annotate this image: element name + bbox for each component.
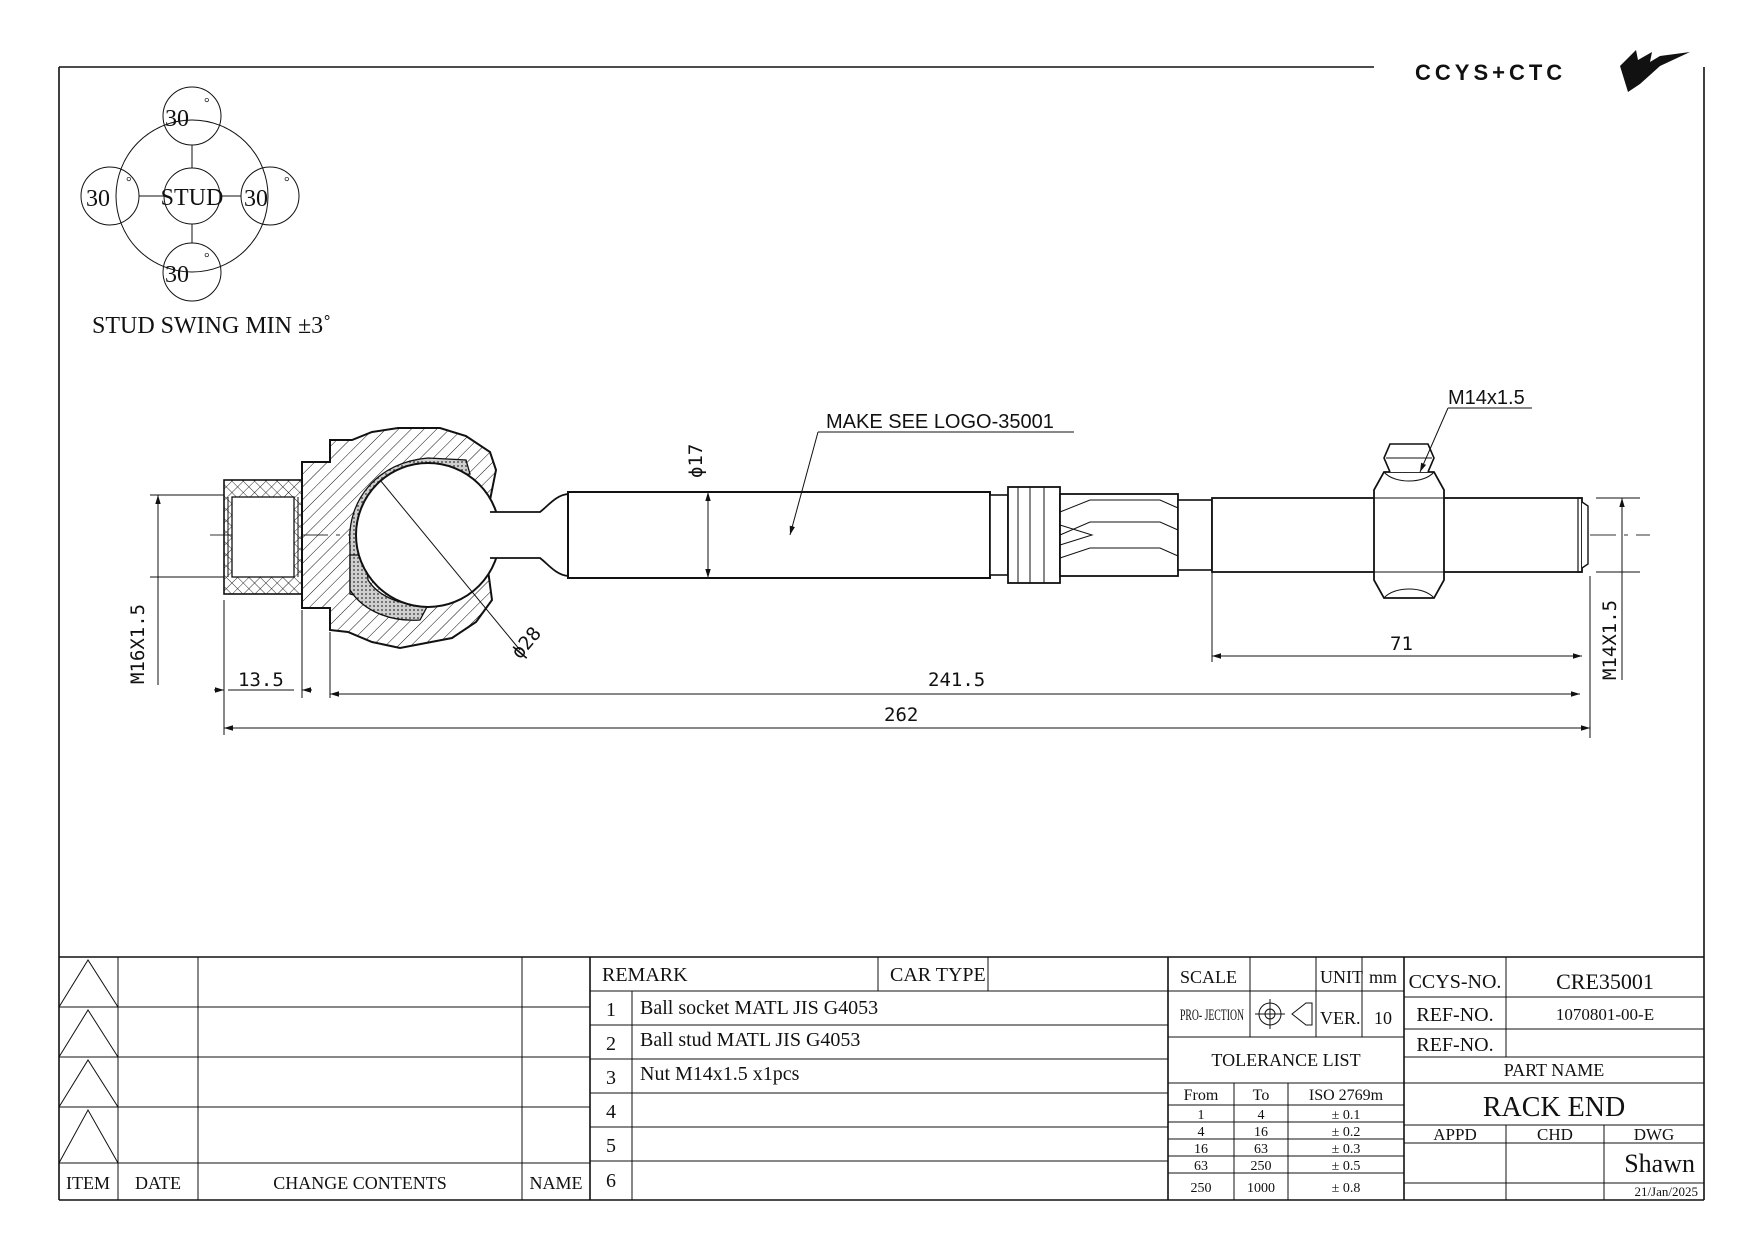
header-remark: REMARK — [602, 964, 688, 986]
remark-row-no: 1 — [606, 999, 616, 1021]
tol-value: ± 0.5 — [1332, 1159, 1361, 1174]
header-change-contents: CHANGE CONTENTS — [273, 1173, 447, 1193]
dim-262: 262 — [884, 704, 918, 726]
dim-phi28: ϕ28 — [507, 623, 546, 663]
first-angle-projection-icon — [1255, 999, 1313, 1029]
drawn-by: Shawn — [1624, 1149, 1695, 1178]
ball-socket-housing — [301, 427, 521, 651]
tol-from: 250 — [1191, 1181, 1212, 1196]
remark-row-no: 2 — [606, 1033, 616, 1055]
tol-from: 4 — [1198, 1125, 1205, 1140]
logo-text: CCYS+CTC — [1415, 60, 1566, 85]
scale-tolerance-block: SCALE UNIT mm PRO- JECTION VER. 10 TOLER… — [1168, 957, 1405, 1200]
company-logo: CCYS+CTC — [1415, 50, 1690, 92]
tol-from: 16 — [1194, 1142, 1208, 1157]
tol-from: 63 — [1194, 1159, 1208, 1174]
remark-row-text: Ball socket MATL JIS G4053 — [640, 997, 878, 1019]
swing-angle-right: 30 — [244, 186, 268, 212]
appd-label: APPD — [1433, 1125, 1476, 1144]
unit-label: UNIT — [1320, 967, 1363, 987]
header-car-type: CAR TYPE — [890, 964, 986, 986]
scale-label: SCALE — [1180, 967, 1237, 987]
revision-table: ITEM DATE CHANGE CONTENTS NAME — [58, 957, 591, 1200]
dim-phi17: ϕ17 — [685, 444, 707, 478]
dim-71: 71 — [1390, 633, 1413, 655]
swing-angle-top: 30 — [165, 106, 189, 132]
degree-mark: ° — [284, 175, 290, 190]
projection-label: PRO- JECTION — [1180, 1007, 1244, 1024]
lock-nut — [1373, 443, 1445, 599]
tol-value: ± 0.8 — [1332, 1181, 1361, 1196]
degree-mark: ° — [204, 96, 210, 111]
part-name-value: RACK END — [1483, 1092, 1625, 1123]
ver-label: VER. — [1320, 1008, 1361, 1028]
note-nut-thread: M14x1.5 — [1448, 387, 1525, 409]
remark-row-no: 3 — [606, 1067, 616, 1089]
degree-mark: ° — [126, 175, 132, 190]
dim-m14-thread: M14X1.5 — [1599, 600, 1621, 680]
tol-to: 250 — [1251, 1159, 1272, 1174]
rack-end-drawing: M16X1.5 13.5 241.5 262 71 M14X1.5 ϕ17 ϕ2… — [127, 387, 1650, 738]
swing-angle-left: 30 — [86, 186, 110, 212]
title-block: ITEM DATE CHANGE CONTENTS NAME REMARK CA… — [58, 956, 1704, 1200]
ref-no-value: 1070801-00-E — [1556, 1005, 1654, 1024]
header-date: DATE — [135, 1173, 181, 1193]
dim-m16-thread: M16X1.5 — [127, 604, 149, 684]
tol-header-from: From — [1184, 1087, 1219, 1104]
stud-label: STUD — [161, 185, 224, 211]
left-thread-end — [223, 479, 303, 595]
dwg-label: DWG — [1634, 1125, 1675, 1144]
tol-to: 16 — [1254, 1125, 1268, 1140]
ccys-no-value: CRE35001 — [1556, 969, 1654, 994]
stud-swing-caption: STUD SWING MIN ±3˚ — [92, 313, 331, 339]
stud-swing-diagram: STUD 30 ° 30 ° 30 ° 30 ° STUD SWING MIN … — [80, 86, 331, 339]
tol-header-iso: ISO 2769m — [1309, 1087, 1384, 1104]
dim-241-5: 241.5 — [928, 669, 985, 691]
ver-value: 10 — [1374, 1008, 1392, 1028]
remark-table: REMARK CAR TYPE 1 Ball socket MATL JIS G… — [590, 957, 1169, 1200]
tol-value: ± 0.1 — [1332, 1108, 1361, 1123]
ref-no-label: REF-NO. — [1416, 1004, 1493, 1026]
tol-to: 4 — [1258, 1108, 1265, 1123]
remark-row-text: Ball stud MATL JIS G4053 — [640, 1029, 860, 1051]
tol-value: ± 0.2 — [1332, 1125, 1361, 1140]
tol-from: 1 — [1198, 1108, 1205, 1123]
header-name: NAME — [530, 1173, 583, 1193]
chd-label: CHD — [1537, 1125, 1573, 1144]
part-info-block: CCYS-NO. CRE35001 REF-NO. 1070801-00-E R… — [1404, 957, 1704, 1200]
dim-13-5: 13.5 — [238, 669, 284, 691]
degree-mark: ° — [204, 251, 210, 266]
ref-no2-label: REF-NO. — [1416, 1034, 1493, 1056]
tol-header-to: To — [1253, 1087, 1270, 1104]
part-name-label: PART NAME — [1504, 1060, 1604, 1080]
sheet-frame — [58, 66, 1705, 1201]
ccys-no-label: CCYS-NO. — [1409, 971, 1502, 993]
tolerance-list-title: TOLERANCE LIST — [1211, 1050, 1360, 1070]
wing-logo-icon — [1620, 50, 1690, 92]
tol-to: 63 — [1254, 1142, 1268, 1157]
tol-to: 1000 — [1247, 1181, 1275, 1196]
swing-angle-bottom: 30 — [165, 262, 189, 288]
header-item: ITEM — [66, 1173, 110, 1193]
note-make-see-logo: MAKE SEE LOGO-35001 — [826, 411, 1054, 433]
remark-row-no: 4 — [606, 1101, 616, 1123]
remark-row-no: 6 — [606, 1170, 616, 1192]
remark-row-no: 5 — [606, 1135, 616, 1157]
remark-row-text: Nut M14x1.5 x1pcs — [640, 1063, 800, 1085]
tol-value: ± 0.3 — [1332, 1142, 1361, 1157]
drawing-date: 21/Jan/2025 — [1634, 1184, 1698, 1199]
unit-value: mm — [1369, 967, 1397, 987]
